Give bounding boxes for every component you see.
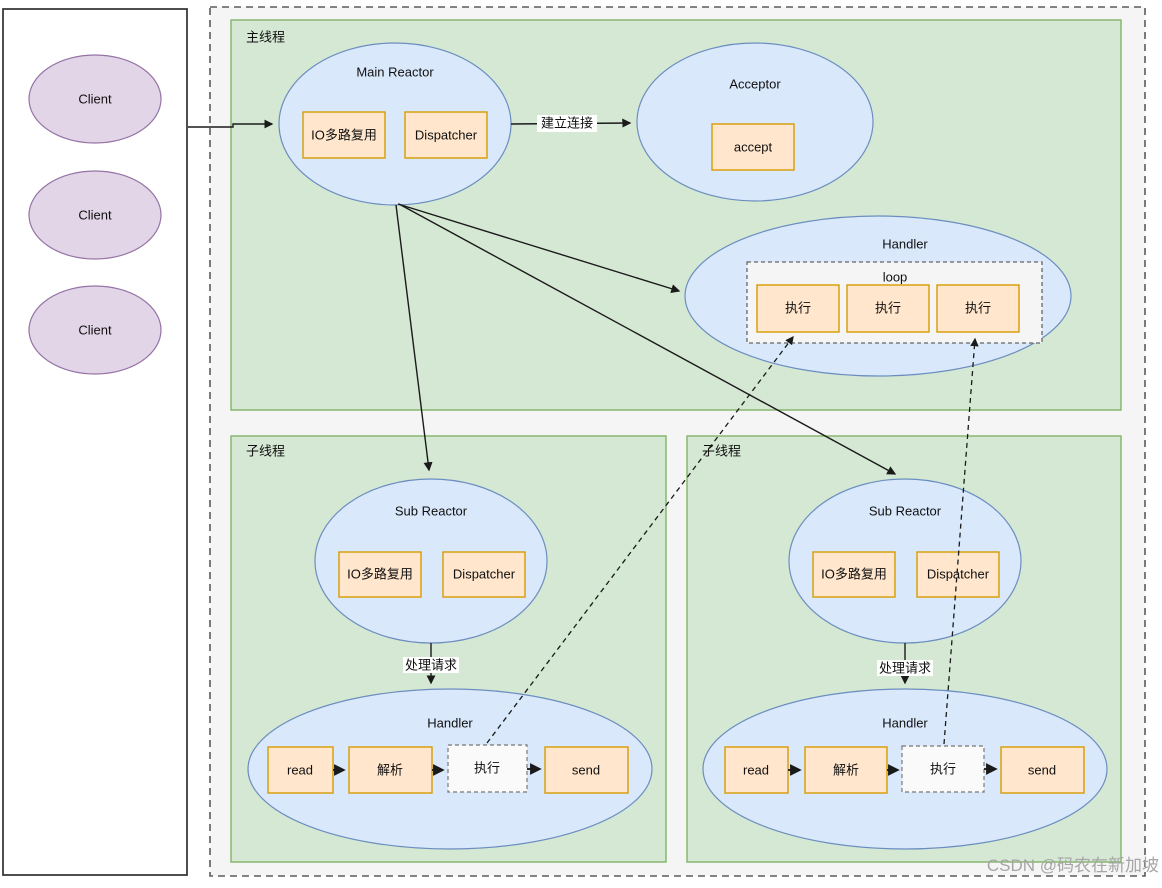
- loop-label: loop: [883, 270, 908, 285]
- handle-request-left-label-bg: [403, 657, 459, 673]
- exec-ghost-box: [447, 744, 528, 793]
- sub-thread-right-label: 子线程: [702, 444, 741, 459]
- io-multiplex-box: [338, 551, 422, 598]
- read-box: [724, 746, 789, 794]
- sub-thread-right-group: 子线程 Sub Reactor IO多路复用 Dispatcher Handle…: [686, 435, 1122, 863]
- sub-thread-left-label: 子线程: [246, 444, 285, 459]
- edge-dashed-exec-left-to-loop: [486, 335, 794, 744]
- exec-box-3: [936, 284, 1020, 333]
- edge-dashed-exec-right-to-loop: [943, 337, 979, 745]
- io-multiplex-label: IO多路复用: [821, 567, 887, 582]
- client-node-1: Client: [28, 54, 162, 144]
- send-box: [1000, 746, 1085, 794]
- handler-right-title: Handler: [882, 716, 928, 731]
- client-node-2: Client: [28, 170, 162, 260]
- handler-left-title: Handler: [427, 716, 473, 731]
- client-ellipse: [28, 54, 162, 144]
- read-box: [267, 746, 334, 794]
- io-multiplex-box: [812, 551, 896, 598]
- exec-label-2: 执行: [875, 301, 901, 316]
- main-reactor-title: Main Reactor: [356, 65, 434, 80]
- acceptor-title: Acceptor: [729, 77, 781, 92]
- client-label: Client: [78, 92, 112, 107]
- parse-box: [804, 746, 888, 794]
- parse-box: [348, 746, 433, 794]
- edge-main-reactor-to-sub-left: [395, 204, 433, 472]
- csdn-watermark: CSDN @码农在新加坡: [987, 856, 1159, 875]
- exec-label-1: 执行: [785, 301, 811, 316]
- send-label: send: [1028, 763, 1056, 778]
- parse-label: 解析: [833, 763, 859, 778]
- dispatcher-box: [404, 111, 488, 159]
- parse-label: 解析: [377, 763, 403, 778]
- client-node-3: Client: [28, 285, 162, 375]
- client-panel: [2, 8, 188, 876]
- send-label: send: [572, 763, 600, 778]
- acceptor-ellipse: [636, 42, 874, 202]
- client-ellipse: [28, 285, 162, 375]
- main-thread-group: 主线程 Main Reactor IO多路复用 Dispatcher Accep…: [230, 19, 1122, 411]
- dispatcher-label: Dispatcher: [453, 567, 516, 582]
- sub-reactor-right-title: Sub Reactor: [869, 504, 942, 519]
- main-thread-label: 主线程: [246, 30, 285, 45]
- sub-reactor-left-title: Sub Reactor: [395, 504, 468, 519]
- handle-request-right-label-bg: [877, 660, 933, 676]
- exec-box-2: [846, 284, 930, 333]
- edge-main-reactor-to-sub-right: [398, 203, 897, 475]
- handle-request-right-label: 处理请求: [879, 661, 931, 676]
- edge-main-reactor-to-main-handler: [397, 203, 681, 294]
- edge-client-to-main-reactor: [188, 119, 274, 129]
- send-box: [544, 746, 629, 794]
- io-multiplex-label: IO多路复用: [311, 128, 377, 143]
- dispatcher-box: [916, 551, 1000, 598]
- exec-label-3: 执行: [965, 301, 991, 316]
- io-multiplex-box: [302, 111, 386, 159]
- handle-request-left-label: 处理请求: [405, 658, 457, 673]
- exec-ghost-label: 执行: [930, 762, 956, 777]
- io-multiplex-label: IO多路复用: [347, 567, 413, 582]
- main-handler-title: Handler: [882, 237, 928, 252]
- accept-label: accept: [734, 140, 773, 155]
- dispatcher-label: Dispatcher: [415, 128, 478, 143]
- accept-box: [711, 123, 795, 171]
- exec-box-1: [756, 284, 840, 333]
- establish-connection-label: 建立连接: [541, 116, 593, 131]
- sub-thread-left-group: 子线程 Sub Reactor IO多路复用 Dispatcher Handle…: [230, 435, 667, 863]
- exec-ghost-label: 执行: [474, 761, 500, 776]
- read-label: read: [743, 763, 769, 778]
- client-label: Client: [78, 323, 112, 338]
- client-ellipse: [28, 170, 162, 260]
- edges: 建立连接 处理请求 处理请求: [188, 115, 998, 776]
- dispatcher-box: [442, 551, 526, 598]
- establish-connection-label-bg: [537, 115, 597, 132]
- read-label: read: [287, 763, 313, 778]
- client-label: Client: [78, 208, 112, 223]
- dispatcher-label: Dispatcher: [927, 567, 990, 582]
